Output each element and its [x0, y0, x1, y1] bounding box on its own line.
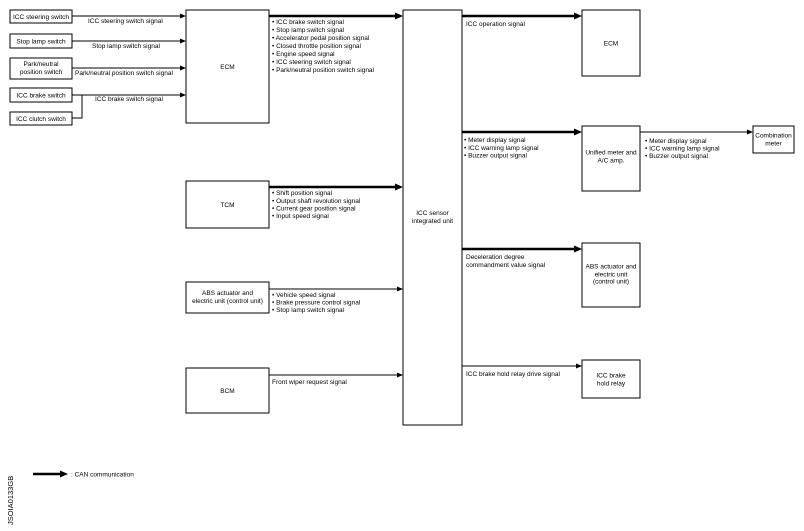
stop-lamp-switch-signal-label: Stop lamp switch signal	[92, 43, 160, 50]
unified-meter-box	[581, 125, 641, 192]
input-switch-icc-clutch: ICC clutch switch	[9, 95, 83, 126]
icc-steering-switch-signal-label: ICC steering switch signal	[88, 18, 163, 25]
tcm-signal-item: • Shift position signal	[272, 190, 333, 197]
icc-clutch-switch-connector	[72, 95, 83, 119]
combination-meter-signal-item: • ICC warning lamp signal	[645, 146, 720, 153]
tcm-sender: TCM • Shift position signal • Output sha…	[185, 180, 403, 229]
ecm-signal-item: • Park/neutral position switch signal	[272, 67, 375, 74]
unified-meter-label-line-2: A/C amp.	[597, 158, 624, 165]
park-neutral-switch-signal-label: Park/neutral position switch signal	[75, 70, 173, 77]
icc-sensor-integrated-unit-box	[402, 9, 463, 426]
icc-unit-label-line-2: integrated unit	[412, 218, 453, 225]
combination-meter-label-line-2: meter	[765, 141, 782, 148]
abs-actuator-sender: ABS actuator and electric unit (control …	[185, 281, 403, 314]
input-switch-park-neutral: Park/neutral position switch Park/neutra…	[9, 57, 186, 80]
icc-brake-hold-relay: ICC brake hold relay ICC brake hold rela…	[462, 359, 641, 399]
icc-unit-label-line-1: ICC sensor	[416, 210, 449, 217]
abs-actuator-left-label-line-1: ABS actuator and	[202, 290, 253, 297]
combination-meter-box	[752, 125, 795, 154]
abs-signal-item: • Stop lamp switch signal	[272, 307, 345, 314]
legend: : CAN communication	[33, 470, 134, 479]
abs-actuator-right-label-line-2: electric unit	[595, 271, 628, 278]
ecm-signal-item: • Closed throttle position signal	[272, 43, 362, 50]
combination-meter-signal-item: • Buzzer output signal	[645, 153, 709, 160]
unified-meter-receiver: Unified meter and A/C amp. • Meter displ…	[462, 125, 753, 192]
brake-hold-relay-label-line-1: ICC brake	[596, 373, 626, 380]
brake-hold-relay-drive-signal-label: ICC brake hold relay drive signal	[466, 371, 560, 378]
brake-hold-relay-label-line-2: hold relay	[597, 381, 626, 388]
ecm-signal-item: • Engine speed signal	[272, 51, 335, 58]
park-neutral-switch-label-line-1: Park/neutral	[23, 61, 59, 68]
abs-signal-item: • Vehicle speed signal	[272, 292, 336, 299]
tcm-signal-item: • Input speed signal	[272, 213, 329, 220]
ecm-right-box	[581, 9, 641, 77]
ecm-receiver: ECM ICC operation signal	[462, 9, 641, 77]
deceleration-signal-label-line-1: Deceleration degree	[466, 254, 525, 261]
ecm-signal-item: • ICC steering switch signal	[272, 59, 351, 66]
abs-actuator-left-label-line-2: electric unit (control unit)	[192, 298, 263, 305]
unified-meter-label-line-1: Unified meter and	[585, 150, 637, 157]
unified-meter-input-signal-item: • ICC warning lamp signal	[464, 145, 539, 152]
ecm-box	[185, 9, 270, 124]
park-neutral-switch-label-line-2: position switch	[20, 69, 63, 76]
input-switch-icc-brake: ICC brake switch ICC brake switch signal	[9, 87, 186, 103]
icc-brake-hold-relay-box	[581, 359, 641, 399]
input-switch-stop-lamp: Stop lamp switch Stop lamp switch signal	[9, 33, 186, 50]
combination-meter: Combination meter	[752, 125, 795, 154]
abs-actuator-right-label-line-3: (control unit)	[593, 279, 629, 286]
tcm-signal-item: • Output shaft revolution signal	[272, 198, 361, 205]
abs-actuator-right-label-line-1: ABS actuator and	[586, 263, 637, 270]
input-switch-icc-steering: ICC steering switch ICC steering switch …	[9, 9, 186, 25]
tcm-label: TCM	[220, 202, 234, 209]
ecm-signal-item: • ICC brake switch signal	[272, 19, 345, 26]
ecm-sender: ECM • ICC brake switch signal • Stop lam…	[185, 9, 403, 124]
icc-operation-signal-label: ICC operation signal	[466, 21, 525, 28]
stop-lamp-switch-label: Stop lamp switch	[16, 38, 66, 45]
icc-clutch-switch-label: ICC clutch switch	[16, 116, 66, 123]
deceleration-signal-label-line-2: commandment value signal	[466, 262, 546, 269]
abs-actuator-left-box	[185, 281, 270, 314]
figure-id: JSOIA0133GB	[6, 476, 15, 525]
abs-actuator-receiver: ABS actuator and electric unit (control …	[462, 242, 641, 308]
icc-sensor-integrated-unit: ICC sensor integrated unit	[402, 9, 463, 426]
icc-steering-switch-label: ICC steering switch	[13, 14, 69, 21]
abs-signal-item: • Brake pressure control signal	[272, 300, 361, 307]
ecm-signal-item: • Stop lamp switch signal	[272, 27, 345, 34]
unified-meter-input-signal-item: • Buzzer output signal	[464, 153, 528, 160]
icc-brake-switch-signal-label: ICC brake switch signal	[95, 96, 163, 103]
tcm-signal-item: • Current gear position signal	[272, 206, 356, 213]
combination-meter-label-line-1: Combination	[755, 133, 792, 140]
abs-actuator-right-box	[581, 242, 641, 308]
ecm-right-label: ECM	[604, 40, 618, 47]
combination-meter-signal-item: • Meter display signal	[645, 138, 707, 145]
legend-can-communication-label: : CAN communication	[71, 472, 134, 479]
icc-brake-switch-label: ICC brake switch	[16, 92, 66, 99]
bcm-label: BCM	[220, 388, 234, 395]
tcm-box	[185, 180, 270, 229]
bcm-sender: BCM Front wiper request signal	[185, 367, 403, 414]
ecm-label: ECM	[220, 64, 234, 71]
ecm-signal-item: • Accelerator pedal position signal	[272, 35, 370, 42]
bcm-box	[185, 367, 270, 414]
unified-meter-input-signal-item: • Meter display signal	[464, 137, 526, 144]
front-wiper-request-signal-label: Front wiper request signal	[272, 379, 347, 386]
